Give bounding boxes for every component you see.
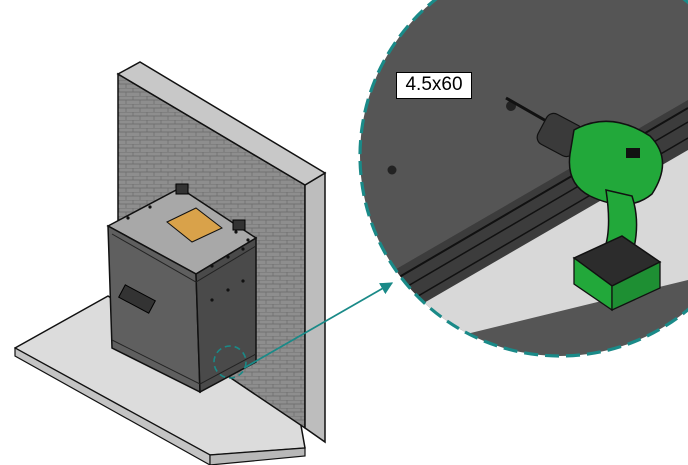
cabinet — [106, 183, 258, 394]
wall-bracket-right — [232, 219, 246, 231]
detail-marker-circle — [213, 345, 247, 379]
screw-size-label: 4.5x60 — [396, 72, 472, 99]
wall-bracket-left — [175, 183, 189, 195]
screw-hole — [387, 165, 397, 175]
callout-leader-arrow — [243, 282, 394, 369]
floor-slab — [14, 295, 306, 465]
cabinet-handle — [118, 284, 156, 314]
cordless-drill-icon — [505, 96, 664, 312]
